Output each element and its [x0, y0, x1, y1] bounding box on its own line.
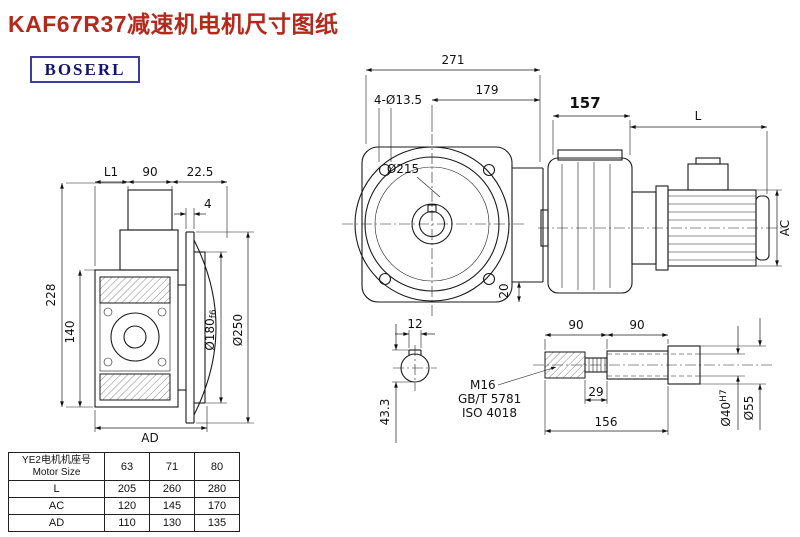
dim-90-right-label: 90 — [629, 318, 644, 332]
bolt-hole — [482, 163, 496, 177]
side-view-dimensions: L1 90 22.5 4 228 140 AD Ø180f6 Ø250 — [44, 165, 254, 445]
table-header-cn: YE2电机机座号 — [22, 455, 91, 466]
bolt-hole — [157, 357, 167, 367]
terminal-box-lid — [695, 157, 721, 165]
table-row-AD: AD 110 130 135 — [8, 514, 240, 532]
table-row-L: L 205 260 280 — [8, 480, 240, 498]
cell-value: 135 — [194, 514, 240, 532]
flange-arc — [193, 239, 217, 416]
dim-AC-label: AC — [778, 220, 792, 236]
fan-cover — [755, 195, 770, 261]
gearbox-body — [94, 269, 179, 408]
cell-value: 130 — [149, 514, 195, 532]
dim-180f6-label: Ø180f6 — [203, 309, 219, 351]
motor-size-table: YE2电机机座号 Motor Size 63 71 80 L 205 260 2… — [8, 452, 240, 532]
table-size-71: 71 — [149, 452, 195, 481]
brand-logo: BOSERL — [30, 56, 140, 83]
table-row-AC: AC 120 145 170 — [8, 497, 240, 515]
dim-215-label: Ø215 — [387, 162, 419, 176]
bolt-hole — [103, 357, 113, 367]
shaft-end-view: 12 43.3 — [378, 317, 437, 443]
dim-40H7-label: Ø40H7 — [719, 389, 733, 426]
cell-value: 120 — [104, 497, 150, 515]
shaft-circle — [123, 325, 147, 349]
cell-value: 170 — [194, 497, 240, 515]
brand-logo-text: BOSERL — [44, 59, 126, 79]
dim-157-label: 157 — [569, 94, 600, 112]
dim-20-label: 20 — [497, 283, 511, 298]
dim-90-left-label: 90 — [568, 318, 583, 332]
dim-L-label: L — [695, 109, 702, 123]
front-view-dimensions: 271 179 4-Ø13.5 Ø215 20 — [365, 53, 541, 302]
input-housing-step — [119, 229, 179, 271]
dim-43-3-label: 43.3 — [378, 399, 392, 426]
motor-view-dimensions: 157 L AC — [552, 94, 792, 267]
dim-55-label: Ø55 — [742, 396, 756, 421]
shaft-collar — [667, 345, 701, 385]
row-label: AC — [8, 497, 105, 515]
page-title: KAF67R37减速机电机尺寸图纸 — [8, 11, 339, 37]
thread-label: M16 — [470, 378, 496, 392]
bolt-hole — [103, 307, 113, 317]
bearing-cavity — [99, 302, 171, 372]
standard-iso-label: ISO 4018 — [462, 406, 517, 420]
row-label: L — [8, 480, 105, 498]
dim-L1-label: L1 — [104, 165, 118, 179]
input-housing-top — [127, 189, 173, 231]
cell-value: 280 — [194, 480, 240, 498]
bearing-block-bottom — [99, 373, 171, 401]
dim-228-label: 228 — [44, 284, 58, 307]
dim-271-label: 271 — [442, 53, 465, 67]
bearing-block-top — [99, 276, 171, 304]
bearing-circle — [110, 312, 160, 362]
hollow-shaft-end — [540, 209, 549, 247]
dim-40-value: Ø40 — [719, 402, 733, 427]
dim-180-fit: f6 — [209, 309, 219, 318]
side-view — [94, 189, 217, 424]
table-header-en: Motor Size — [32, 466, 81, 478]
table-header-motor-size: YE2电机机座号 Motor Size — [8, 452, 105, 481]
threaded-bushing — [544, 351, 586, 379]
dim-4-label: 4 — [204, 197, 212, 211]
dim-179-label: 179 — [476, 83, 499, 97]
dim-90-label: 90 — [142, 165, 157, 179]
table-size-80: 80 — [194, 452, 240, 481]
standard-gbt-label: GB/T 5781 — [458, 392, 521, 406]
dim-22-5-label: 22.5 — [187, 165, 214, 179]
motor-side-view — [538, 149, 784, 294]
dim-AD-label: AD — [141, 431, 158, 445]
dim-180-value: Ø180 — [203, 318, 217, 350]
bolt-hole — [157, 307, 167, 317]
cell-value: 205 — [104, 480, 150, 498]
cell-value: 145 — [149, 497, 195, 515]
dim-29-label: 29 — [588, 385, 603, 399]
dim-156-label: 156 — [595, 415, 618, 429]
dim-140-label: 140 — [63, 321, 77, 344]
front-view — [342, 134, 544, 316]
gearbox-housing-front — [361, 146, 513, 303]
cell-value: 110 — [104, 514, 150, 532]
dim-12-label: 12 — [407, 317, 422, 331]
terminal-box — [687, 163, 729, 191]
shaft-detail: 90 90 M16 GB/T 5781 ISO 4018 29 156 Ø40H… — [458, 318, 772, 435]
bolt-hole — [482, 272, 496, 286]
row-label: AD — [8, 514, 105, 532]
gearbox-housing-side — [547, 157, 633, 294]
gearbox-top-cap — [557, 149, 623, 161]
cell-value: 260 — [149, 480, 195, 498]
table-size-63: 63 — [104, 452, 150, 481]
dim-40-fit: H7 — [719, 389, 729, 402]
holes-label: 4-Ø13.5 — [374, 93, 422, 107]
dim-250-label: Ø250 — [231, 314, 245, 346]
